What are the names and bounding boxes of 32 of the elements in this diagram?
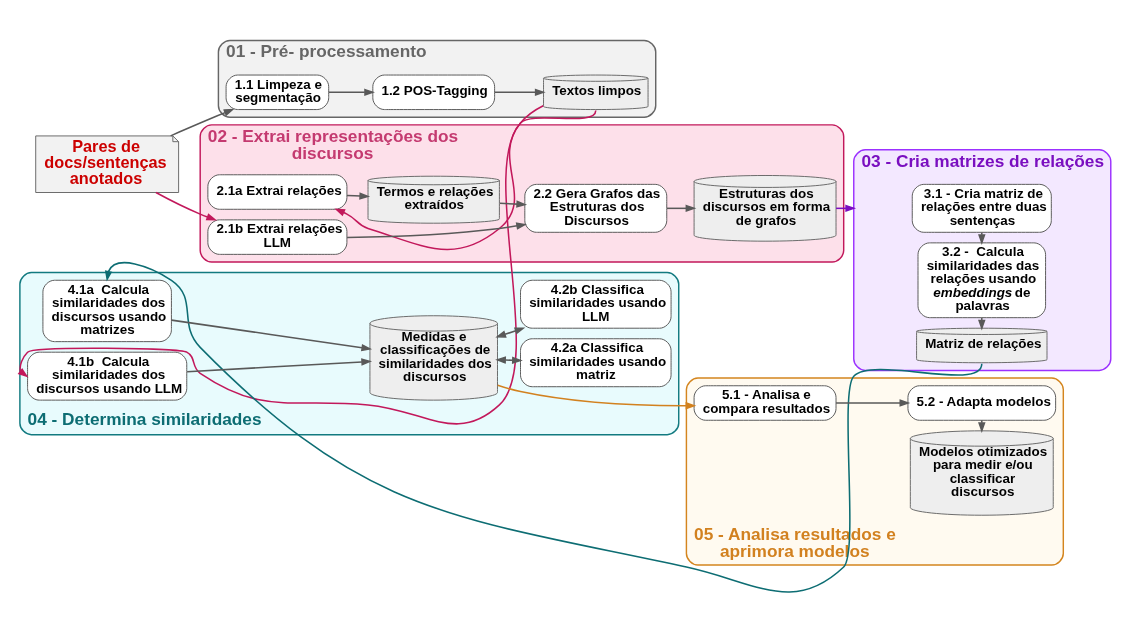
arrow — [186, 357, 373, 372]
node-box: 2.1a Extrai relações — [207, 173, 348, 210]
node-box: 3.2 - Calcula similaridades das relações usando embeddings de palavras — [917, 241, 1047, 318]
arrow — [494, 88, 546, 96]
arrow — [835, 398, 911, 407]
arrow — [169, 108, 235, 137]
arrow — [346, 221, 527, 238]
arrow — [334, 104, 544, 250]
arrow — [155, 191, 218, 220]
arrow — [978, 419, 986, 433]
node-box: 1.1 Limpeza e segmentação — [225, 74, 330, 110]
node-box: 1.2 POS-Tagging — [372, 74, 496, 110]
node-box: 4.1b Calcula similaridades dos discursos usando LLM — [27, 351, 188, 401]
node-box: 5.2 - Adapta modelos — [907, 384, 1057, 421]
arrow — [495, 326, 526, 338]
arrow — [104, 261, 983, 593]
node-box: 4.2b Classifica similaridades usando LLM — [520, 279, 672, 329]
node-box: 4.1a Calcula similaridades dos discursos usando matrizes — [42, 279, 172, 342]
arrow — [328, 88, 375, 96]
node-box: 5.1 - Analisa e compara resultados — [693, 384, 837, 421]
arrow — [499, 199, 528, 208]
arrow — [666, 204, 697, 212]
arrow — [496, 383, 697, 409]
arrow — [978, 231, 986, 245]
node-box: 4.2a Classifica similaridades usando matriz — [520, 337, 672, 387]
arrow — [17, 109, 597, 425]
arrow — [170, 318, 373, 351]
node-box: 2.2 Gera Grafos das Estruturas dos Discursos — [524, 183, 668, 233]
arrow — [978, 316, 986, 330]
arrow — [495, 355, 523, 364]
arrow — [346, 191, 371, 200]
node-box: 2.1b Extrai relações LLM — [207, 218, 348, 255]
